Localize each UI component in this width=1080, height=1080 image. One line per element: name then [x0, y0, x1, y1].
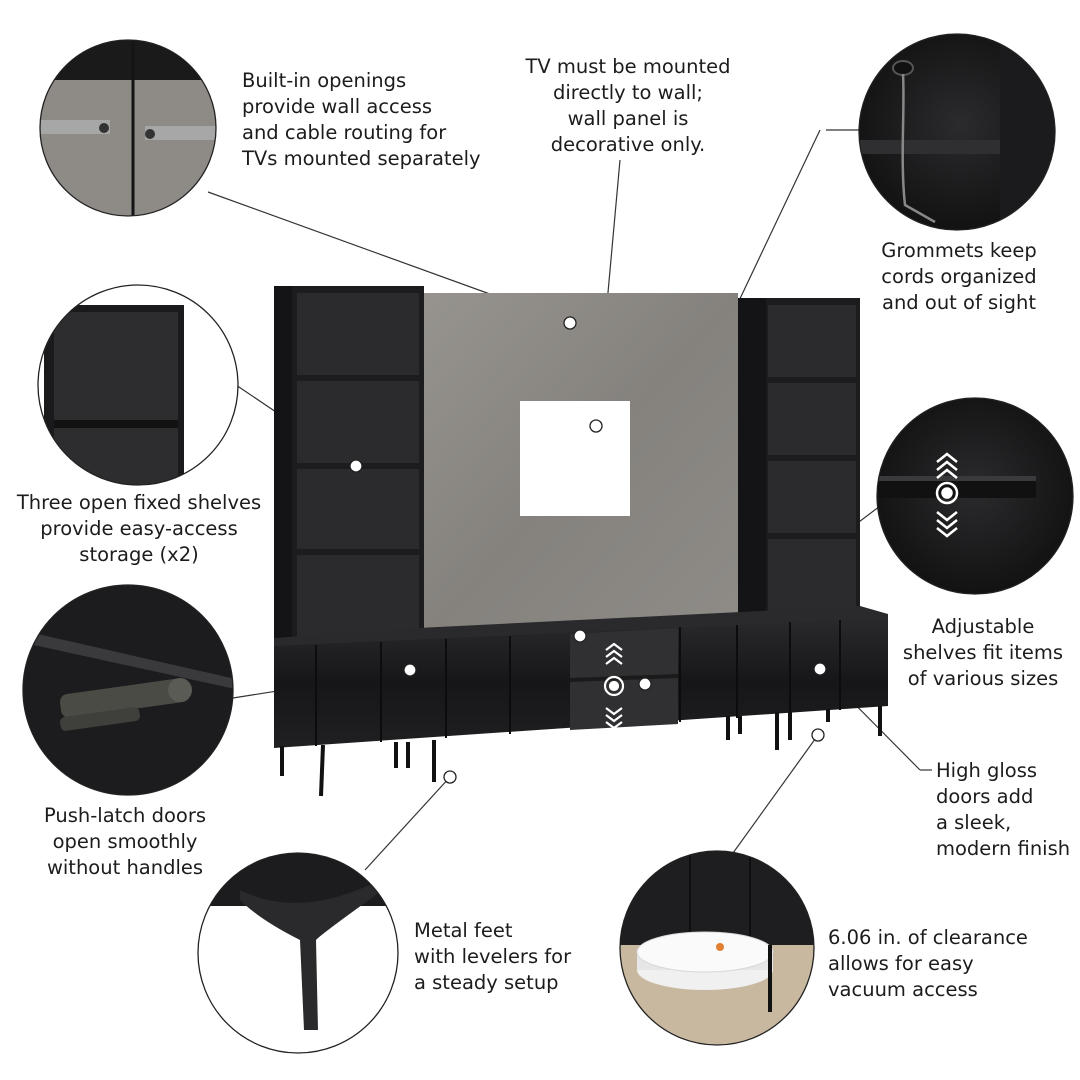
detail-fixed-shelves [38, 285, 238, 485]
detail-grommets [859, 34, 1055, 230]
detail-clearance [620, 851, 814, 1045]
console-top [274, 606, 888, 648]
detail-adjustable-shelves [877, 398, 1073, 594]
metal-feet-caption: Metal feet with levelers for a steady se… [414, 919, 572, 994]
adjustable-shelves-caption: Adjustable shelves fit items of various … [902, 615, 1064, 690]
fixed-shelves-caption: Three open fixed shelves provide easy-ac… [16, 491, 262, 566]
wall-access-caption: Built-in openings provide wall access an… [242, 69, 481, 170]
callout-markers [349, 316, 827, 784]
detail-push-latch [23, 585, 233, 795]
push-latch-caption: Push-latch doors open smoothly without h… [43, 804, 207, 879]
wall-panel-opening [520, 401, 630, 516]
tv-mount-note: TV must be mounted directly to wall; wal… [525, 55, 731, 156]
entertainment-center [274, 286, 888, 797]
clearance-caption: 6.06 in. of clearance allows for easy va… [828, 926, 1028, 1001]
detail-wall-access [40, 40, 216, 216]
high-gloss-caption: High gloss doors add a sleek, modern fin… [936, 759, 1071, 860]
adjust-arrows-icon [603, 642, 625, 730]
grommets-caption: Grommets keep cords organized and out of… [881, 239, 1037, 314]
